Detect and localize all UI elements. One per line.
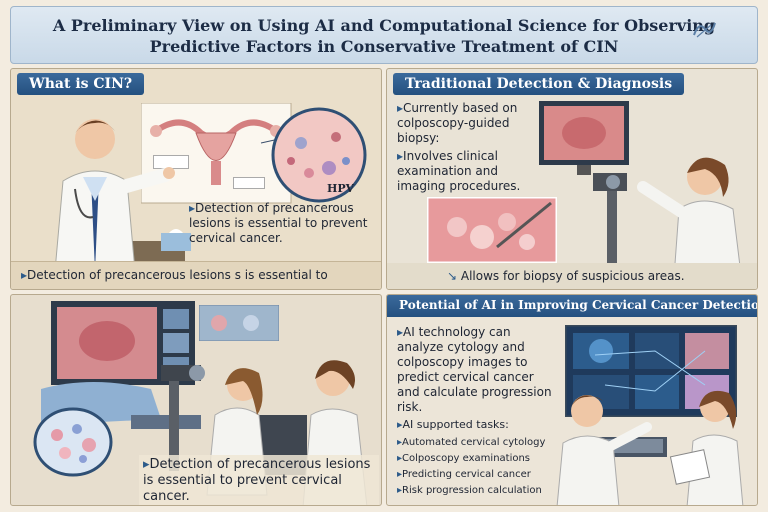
anatomy-label-tag	[233, 177, 265, 189]
page-title: A Preliminary View on Using AI and Compu…	[11, 15, 757, 57]
anatomy-diagram	[141, 103, 367, 204]
panel2-footer: ↘ Allows for biopsy of suspicious areas.	[387, 263, 757, 289]
panel1-footer-text: Detection of precancerous lesions s is e…	[21, 268, 328, 282]
panel4-bullet-1: AI technology can analyze cytology and c…	[397, 325, 557, 415]
hpv-label: HPV	[327, 182, 355, 195]
cytology-dish-image	[33, 407, 113, 477]
panel2-footer-text: Allows for biopsy of suspicious areas.	[460, 269, 685, 283]
panel2-bullet-1: Currently based on colposcopy-guided bio…	[397, 101, 527, 146]
lesion-closeup-image	[427, 197, 557, 263]
colposcopy-monitor	[539, 101, 629, 175]
panel-clinical-exam: Detection of precancerous lesions is ess…	[10, 294, 382, 506]
panel1-callout: Detection of precancerous lesions is ess…	[189, 201, 375, 246]
tissue-box	[161, 229, 191, 251]
panel4-task-3: Predicting cervical cancer	[397, 468, 577, 481]
panel4-task-4: Risk progression calculation	[397, 484, 577, 497]
panel-what-is-cin: What is CIN? HPV Detection of precance	[10, 68, 382, 290]
wall-chart	[199, 305, 279, 341]
panel-ai-potential: Potential of AI in Improving Cervical Ca…	[386, 294, 758, 506]
panel4-tasks-heading: AI supported tasks:	[397, 417, 557, 432]
panel-traditional-detection: Traditional Detection & Diagnosis Curren…	[386, 68, 758, 290]
panel3-caption: Detection of precancerous lesions is ess…	[139, 455, 379, 505]
panel-title-what-is-cin: What is CIN?	[17, 73, 145, 95]
panel-title-ai-potential: Potential of AI in Improving Cervical Ca…	[387, 295, 757, 317]
ai-review-scene-illustration	[556, 390, 744, 505]
panel-title-traditional: Traditional Detection & Diagnosis	[393, 73, 685, 95]
ribbon-logo-icon	[693, 22, 716, 38]
header-banner: A Preliminary View on Using AI and Compu…	[10, 6, 758, 64]
arrow-icon: ↘	[447, 269, 461, 283]
panel2-bullet-2: Involves clinical examination and imagin…	[397, 149, 527, 194]
title-line-1: A Preliminary View on Using AI and Compu…	[52, 16, 716, 35]
panel1-footer: Detection of precancerous lesions s is e…	[11, 261, 381, 289]
panel4-task-1: Automated cervical cytology	[397, 436, 577, 449]
title-line-2: Predictive Factors in Conservative Treat…	[149, 37, 619, 56]
panel4-task-2: Colposcopy examinations	[397, 452, 577, 465]
